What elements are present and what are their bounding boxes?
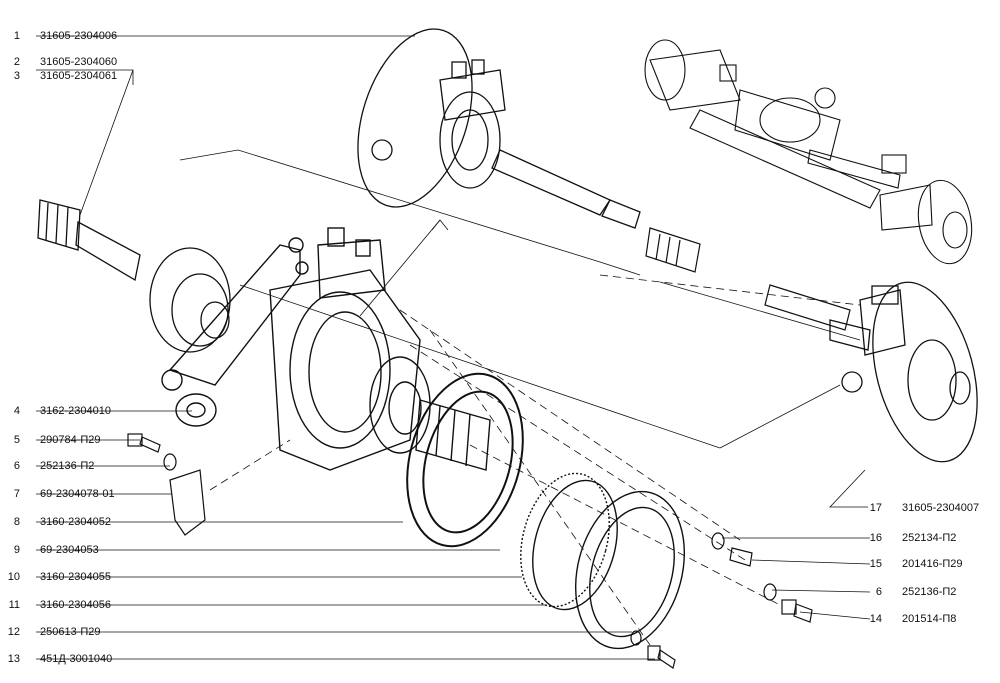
- leader-lines-right: [722, 469, 871, 620]
- brake-shield-ring: [406, 372, 524, 548]
- callout-number: 4: [13, 405, 20, 417]
- callout-part-code: 250613-П29: [40, 626, 101, 638]
- callout-part-code: 252136-П2: [902, 586, 957, 598]
- callout-part-code: 3160-2304055: [40, 571, 111, 583]
- callout-number: 7: [13, 488, 20, 500]
- leader-lines-left: [36, 35, 655, 660]
- knuckle-assembly-top: [357, 28, 641, 229]
- callout-number: 16: [869, 532, 882, 544]
- callout-part-code: 69-2304053: [40, 544, 99, 556]
- callout-part-code: 3160-2304052: [40, 516, 111, 528]
- callout-number: 13: [7, 653, 20, 665]
- seal-rings: [520, 472, 686, 650]
- callout-number: 8: [13, 516, 20, 528]
- callout-part-code: 31605-2304007: [902, 502, 980, 514]
- drive-shaft-cv-joint: [37, 199, 231, 353]
- callout-number: 6: [13, 460, 20, 472]
- callout-number: 12: [7, 626, 20, 638]
- callout-number: 10: [7, 571, 20, 583]
- callout-number: 3: [13, 70, 20, 82]
- callout-number: 15: [869, 558, 882, 570]
- alignment-dashes: [209, 274, 861, 646]
- assembly-guide-lines: [179, 149, 861, 449]
- axle-overview: [644, 39, 973, 265]
- fasteners: [127, 433, 813, 669]
- callout-part-code: 31605-2304061: [40, 70, 118, 82]
- spline-shaft-segments: [645, 227, 851, 331]
- callout-number: 1: [13, 30, 20, 42]
- callout-part-code: 31605-2304060: [40, 56, 118, 68]
- callout-number: 9: [13, 544, 20, 556]
- callout-part-code: 31605-2304006: [40, 30, 118, 42]
- callout-part-code: 252134-П2: [902, 532, 957, 544]
- callout-number: 5: [13, 434, 20, 446]
- callout-part-code: 3162-2304010: [40, 405, 111, 417]
- callout-part-code: 201514-П8: [902, 613, 957, 625]
- knuckle-assembly-right: [829, 281, 978, 463]
- callout-part-code: 290784-П29: [40, 434, 101, 446]
- callout-part-code: 201416-П29: [902, 558, 963, 570]
- knuckle-housing: [161, 227, 491, 471]
- callout-number: 17: [869, 502, 882, 514]
- callout-part-code: 69-2304078-01: [40, 488, 115, 500]
- callout-number: 2: [13, 56, 20, 68]
- callout-part-code: 252136-П2: [40, 460, 95, 472]
- callout-part-code: 451Д-3001040: [40, 653, 113, 665]
- callout-number: 6: [875, 586, 882, 598]
- callout-number: 11: [8, 599, 20, 611]
- callout-number: 14: [869, 613, 882, 625]
- callout-part-code: 3160-2304056: [40, 599, 111, 611]
